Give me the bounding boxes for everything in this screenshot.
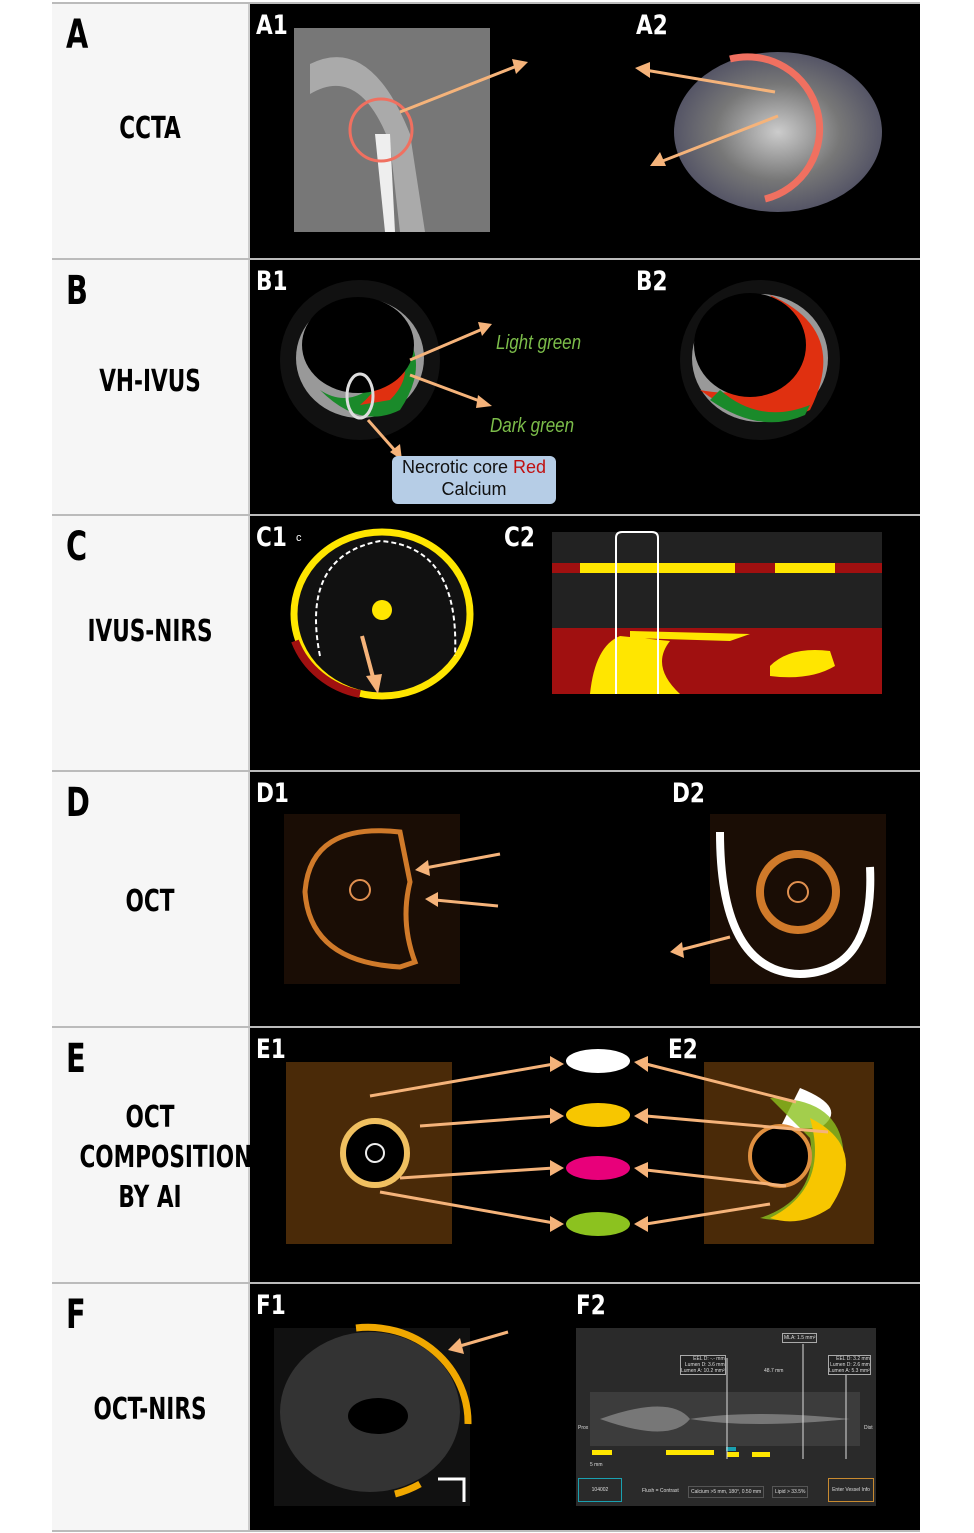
eel-d: EEL D: 3.2 mm [836, 1356, 870, 1362]
calcium-text: Calcium [441, 479, 507, 499]
calcium-legend: Calcium >5 mm, 180°, 0.50 mm [688, 1486, 765, 1498]
panel-label: C1 [256, 522, 287, 553]
lumen-a: Lumen A: 5.3 mm² [829, 1368, 870, 1374]
modality-label: OCT-NIRS [93, 1392, 207, 1427]
row-c: C IVUS-NIRS C1 c C2 [52, 514, 920, 770]
annotation-light-green: Light green [496, 332, 582, 354]
modality-label: OCT [125, 1100, 175, 1135]
image-panel: B1 B2 Light green Dark green Necrotic co… [250, 260, 920, 514]
label-column: D OCT [52, 772, 250, 1026]
modality-label: OCT [125, 884, 175, 919]
legend-yellow [566, 1103, 630, 1127]
vh-ivus-images [280, 280, 840, 460]
row-a: A CCTA A1 A2 [52, 2, 920, 258]
row-b: B VH-IVUS B1 B2 Light green Dark green N… [52, 258, 920, 514]
red-text: Red [513, 457, 547, 477]
row-letter: E [66, 1036, 86, 1082]
row-d: D OCT D1 D2 [52, 770, 920, 1026]
image-panel: E1 E2 [250, 1028, 920, 1282]
panel-label: A1 [256, 10, 288, 41]
row-letter: D [66, 780, 90, 826]
ccta-image-a2 [674, 52, 882, 212]
ivus-nirs-images [290, 528, 882, 700]
label-column: A CCTA [52, 4, 250, 258]
panel-label: D2 [672, 778, 705, 809]
oct-ai-images [286, 1049, 874, 1244]
row-letter: A [66, 12, 89, 58]
modality-label: CCTA [119, 111, 181, 146]
mla-readout: MLA: 1.5 mm² [782, 1333, 818, 1343]
panel-label: F2 [576, 1290, 606, 1321]
label-column: E OCT COMPOSITION BY AI [52, 1028, 253, 1282]
lumen-a: Lumen A: 10.2 mm² [681, 1368, 725, 1374]
necrotic-calcium-callout: Necrotic core Red Calcium [392, 456, 556, 504]
panel-label: B2 [636, 266, 668, 297]
row-f: F OCT-NIRS F1 F2 MLA: 1.5 mm² EEL D: -.-… [52, 1282, 920, 1532]
panel-label: B1 [256, 266, 288, 297]
label-column: B VH-IVUS [52, 260, 250, 514]
ccta-images [294, 28, 882, 232]
row-e: E OCT COMPOSITION BY AI E1 E2 [52, 1026, 920, 1282]
case-id-button[interactable]: 104002 [578, 1478, 622, 1502]
prox-label: Prox [578, 1425, 589, 1431]
dist-label: Dist [864, 1425, 873, 1431]
c1-frame-marker: c [296, 532, 302, 544]
image-panel: D1 D2 [250, 772, 920, 1026]
flush-label: Flush = Contrast [642, 1488, 679, 1494]
modality-label: IVUS-NIRS [87, 614, 213, 649]
length-readout: 48.7 mm [764, 1368, 784, 1374]
legend-magenta [566, 1156, 630, 1180]
panel-label: A2 [636, 10, 668, 41]
row-letter: C [66, 524, 88, 570]
panel-label: E2 [668, 1034, 698, 1065]
eel-d: EEL D: -.- mm [693, 1356, 725, 1362]
image-panel: A1 A2 [250, 4, 920, 258]
oct-nirs-images [274, 1323, 876, 1506]
modality-label: VH-IVUS [99, 364, 201, 399]
arrow-icon [399, 62, 523, 114]
label-column: F OCT-NIRS [52, 1284, 250, 1530]
annotation-dark-green: Dark green [490, 415, 575, 437]
modality-label: COMPOSITION [79, 1140, 253, 1175]
label-column: C IVUS-NIRS [52, 516, 250, 770]
lumen-d: Lumen D: 3.6 mm [684, 1362, 725, 1368]
modality-label: BY AI [118, 1180, 182, 1215]
oct-images [284, 814, 886, 984]
enter-vessel-info-button[interactable]: Enter Vessel Info [828, 1478, 874, 1502]
image-panel: C1 c C2 [250, 516, 920, 770]
row-letter: F [66, 1292, 86, 1338]
legend-white [566, 1049, 630, 1073]
panel-label: E1 [256, 1034, 286, 1065]
row-letter: B [66, 268, 88, 314]
scale-label: 5 mm [590, 1462, 603, 1468]
lipid-legend: Lipid > 33.5% [772, 1486, 809, 1498]
necrotic-text: Necrotic core [401, 457, 513, 477]
legend-green [566, 1212, 630, 1236]
panel-label: C2 [504, 522, 535, 553]
lumen-d: Lumen D: 2.6 mm [830, 1362, 870, 1368]
panel-label: D1 [256, 778, 289, 809]
panel-label: F1 [256, 1290, 286, 1321]
